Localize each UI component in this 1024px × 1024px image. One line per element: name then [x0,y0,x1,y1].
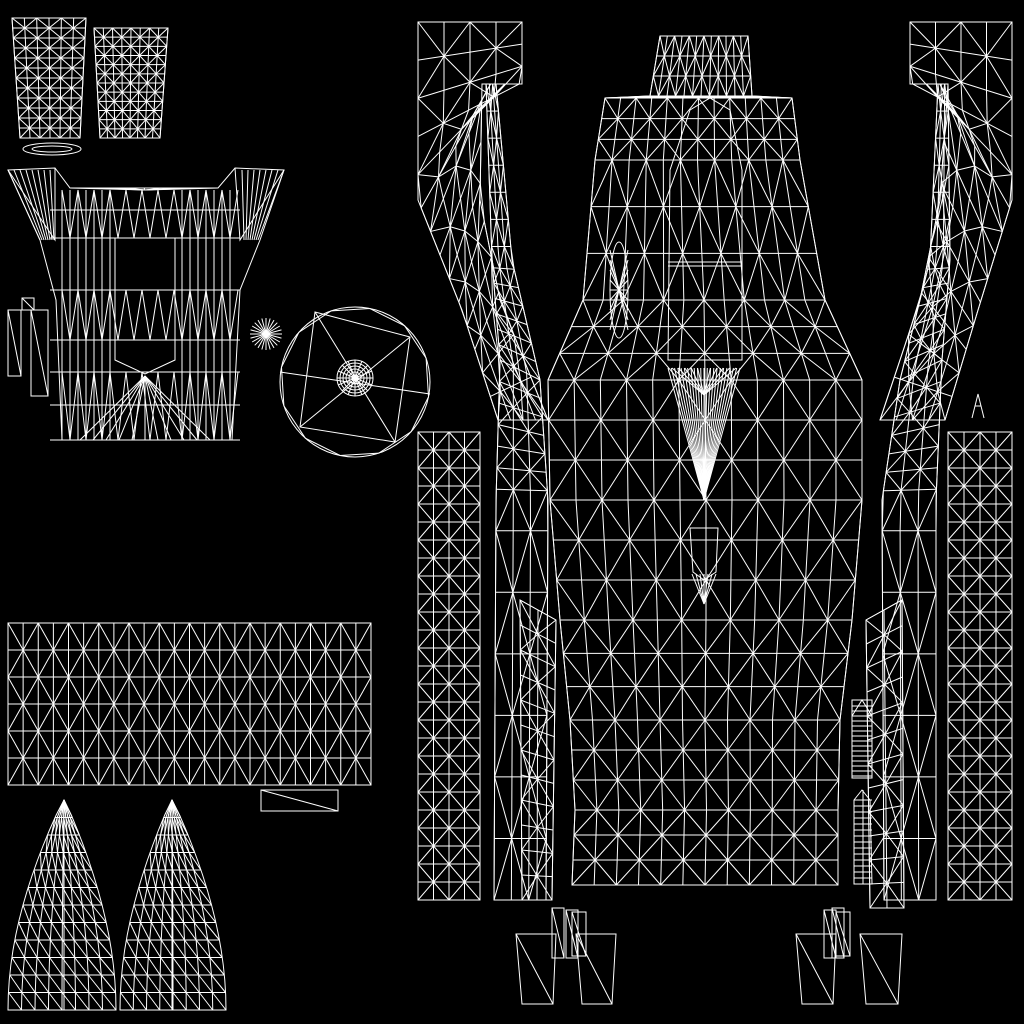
cockpit-frame-panel [7,167,285,441]
right-skin-strip [947,431,1013,901]
wireframe-layer [7,17,1013,1011]
small-side-tabs [7,297,49,397]
nose-cone-left [7,798,117,1011]
starburst-small [250,318,282,350]
cup-shell-right [93,27,169,139]
central-fuselage-panel [547,35,863,886]
left-inner-narrow [519,599,557,901]
small-rect-tab [260,789,339,812]
fuselage-cockpit-cutouts [575,97,838,811]
fuselage-side-grid [7,622,372,786]
cup-shell-left [11,17,87,139]
left-arm-outer [417,21,549,421]
left-skin-strip [417,431,481,901]
nose-cone-right [119,798,227,1011]
right-arm-inner [881,83,951,901]
octagon-wheel [279,306,431,458]
bottom-gear-parts [515,907,903,1005]
cup-bottom-ellipse [22,142,82,156]
right-arm-outer [879,21,1013,421]
right-small-parts [851,393,985,885]
